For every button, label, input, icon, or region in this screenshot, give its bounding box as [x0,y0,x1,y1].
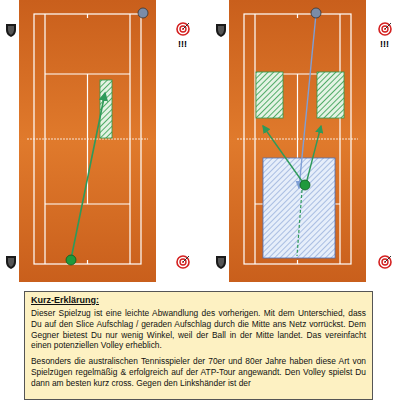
box-paragraph: Besonders die australischen Tennisspiele… [31,356,366,388]
box-heading: Kurz-Erklärung: [31,295,366,305]
warning-mark: !!! [380,39,389,49]
box-paragraph: Dieser Spielzug ist eine leichte Abwandl… [31,308,366,351]
explanation-box: Kurz-Erklärung: Dieser Spielzug ist eine … [24,291,373,400]
warning-mark: !!! [178,39,187,49]
